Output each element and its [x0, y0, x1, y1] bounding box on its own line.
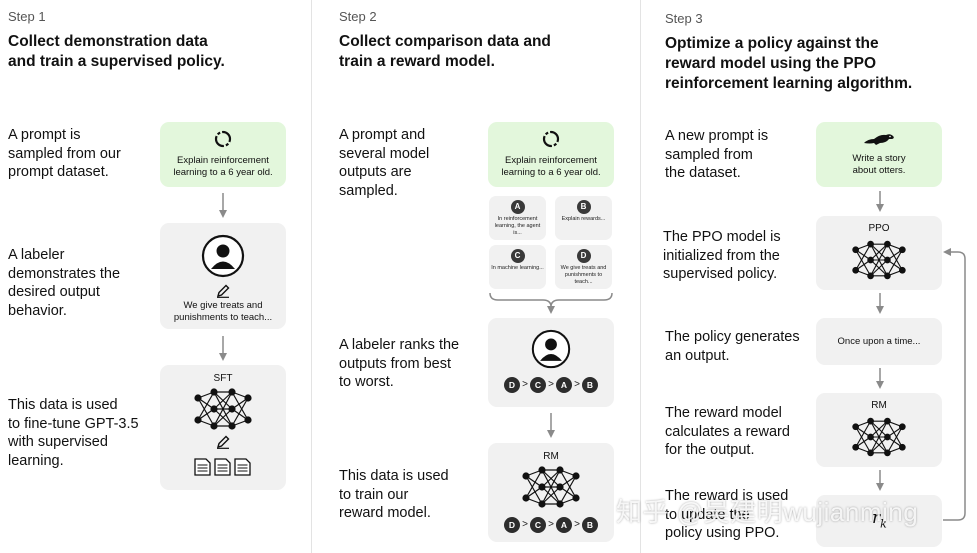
- step-2-label: Step 2: [339, 9, 377, 24]
- neural-network-icon: [194, 388, 252, 430]
- ppo-model-label: PPO: [868, 223, 890, 234]
- arrow-down-icon: [876, 293, 884, 314]
- rank-badge: B: [582, 517, 598, 533]
- feedback-loop-arrow-icon: [943, 248, 966, 521]
- output-card-b: B Explain rewards...: [555, 196, 612, 240]
- ranking-row: D > C > A > B: [504, 517, 598, 533]
- arrow-down-icon: [219, 193, 227, 218]
- neural-network-icon: [852, 417, 906, 457]
- brace-icon: [489, 292, 613, 314]
- refresh-icon: [542, 130, 560, 148]
- rank-separator: >: [548, 519, 554, 530]
- step-2-title-line-2: train a reward model.: [339, 53, 495, 70]
- refresh-icon: [214, 130, 232, 148]
- documents-icon: [194, 458, 251, 476]
- step-3-title-line-3: reinforcement learning algorithm.: [665, 75, 913, 92]
- rank-badge: B: [582, 377, 598, 393]
- arrow-down-icon: [876, 191, 884, 212]
- rank-separator: >: [548, 379, 554, 390]
- step-1-title-line-1: Collect demonstration data: [8, 33, 208, 50]
- person-icon: [531, 329, 571, 369]
- rank-separator: >: [522, 379, 528, 390]
- arrow-down-icon: [876, 368, 884, 389]
- arrow-down-icon: [876, 470, 884, 491]
- rank-badge: C: [530, 377, 546, 393]
- output-text: In machine learning...: [491, 265, 544, 271]
- output-card-a: A In reinforcement learning, the agent i…: [489, 196, 546, 240]
- ranking-row: D > C > A > B: [504, 377, 598, 393]
- neural-network-icon: [522, 466, 580, 508]
- step-3-rm-box: RM: [816, 393, 942, 467]
- output-text: In reinforcement learning, the agent is.…: [494, 216, 541, 236]
- step-2-rank-box: D > C > A > B: [488, 318, 614, 407]
- rm-model-label: RM: [871, 400, 887, 411]
- pencil-icon: [216, 435, 230, 449]
- person-icon: [201, 234, 245, 278]
- step-1-title-line-2: and train a supervised policy.: [8, 53, 225, 70]
- output-text: Explain rewards...: [561, 216, 606, 222]
- output-badge: C: [510, 249, 525, 263]
- reward-symbol: rk: [872, 508, 887, 531]
- sft-model-label: SFT: [213, 373, 233, 384]
- output-badge: B: [576, 200, 591, 214]
- step-1-sft-box: SFT: [160, 365, 286, 490]
- step-3-output-box: Once upon a time...: [816, 318, 942, 365]
- rank-separator: >: [574, 519, 580, 530]
- rank-badge: D: [504, 377, 520, 393]
- output-text: We give treats and punishments to teach.…: [560, 265, 607, 285]
- output-card-d: D We give treats and punishments to teac…: [555, 245, 612, 289]
- watermark: 知乎 @吴建明wujianming: [616, 497, 919, 527]
- otter-icon: [864, 134, 894, 145]
- output-badge: D: [576, 249, 591, 263]
- output-card-c: C In machine learning...: [489, 245, 546, 289]
- arrow-down-icon: [547, 413, 555, 438]
- pencil-icon: [216, 284, 230, 298]
- step-3-ppo-box: PPO: [816, 216, 942, 290]
- rank-badge: A: [556, 377, 572, 393]
- neural-network-icon: [852, 240, 906, 280]
- rank-separator: >: [522, 519, 528, 530]
- rank-separator: >: [574, 379, 580, 390]
- step-3-label: Step 3: [665, 11, 703, 26]
- column-divider-2: [640, 0, 641, 553]
- step-3-reward-box: rk: [816, 495, 942, 547]
- output-badge: A: [510, 200, 525, 214]
- rm-model-label: RM: [543, 451, 559, 462]
- step-3-title-line-1: Optimize a policy against the: [665, 35, 879, 52]
- step-1-label: Step 1: [8, 9, 46, 24]
- arrow-down-icon: [219, 336, 227, 361]
- step-2-title-line-1: Collect comparison data and: [339, 33, 551, 50]
- column-divider-1: [311, 0, 312, 553]
- step-3-output-text: Once upon a time...: [837, 336, 921, 347]
- rank-badge: A: [556, 517, 572, 533]
- rank-badge: C: [530, 517, 546, 533]
- step-2-rm-box: RM D > C > A > B: [488, 443, 614, 542]
- rank-badge: D: [504, 517, 520, 533]
- step-3-title-line-2: reward model using the PPO: [665, 55, 877, 72]
